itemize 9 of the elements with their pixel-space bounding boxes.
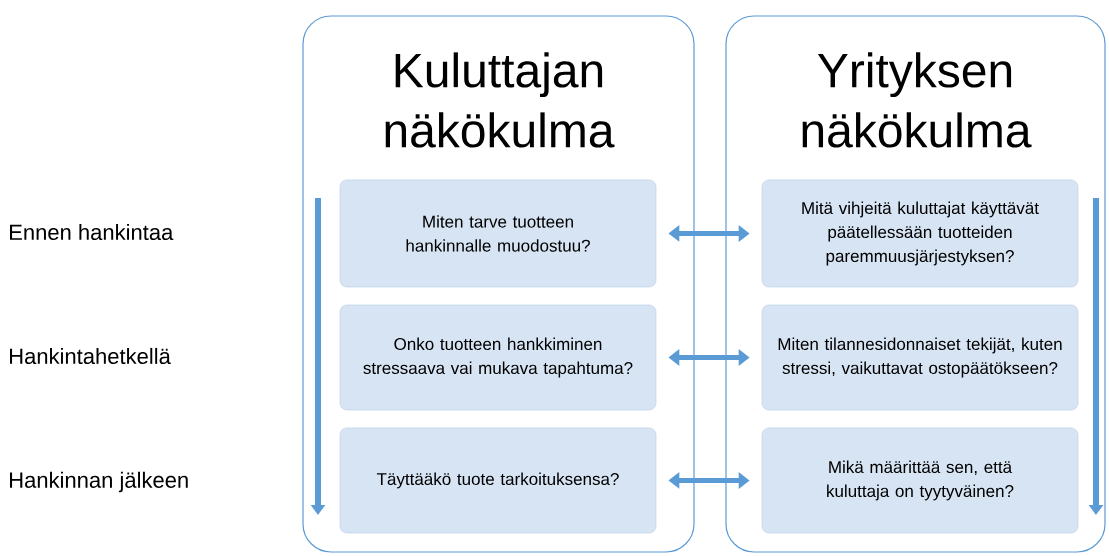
row-label: Hankintahetkellä [10,347,171,365]
row-label: Hankinnan jälkeen [10,471,188,493]
row-label: Ennen hankintaa [10,223,174,241]
question-box: Miten tarve tuotteen hankinnalle muodostuu? [339,179,657,288]
question-box: Onko tuotteen hankkiminen stressaava vai mukava tapahtuma? [339,304,657,411]
question-box: Miten tilannesidonnaiset tekijät, kuten stressi, vaikuttavat ostopäätökseen? [761,304,1079,411]
question-box: Täyttääkö tuote tarkoituksensa? [339,427,657,534]
question-box: Mikä määrittää sen, että kuluttaja on tyytyväinen? [761,427,1079,534]
question-box: Mitä vihjeitä kuluttajat käyttävät päätellessään tuotteiden paremmuusjärjestyksen? [761,179,1079,288]
